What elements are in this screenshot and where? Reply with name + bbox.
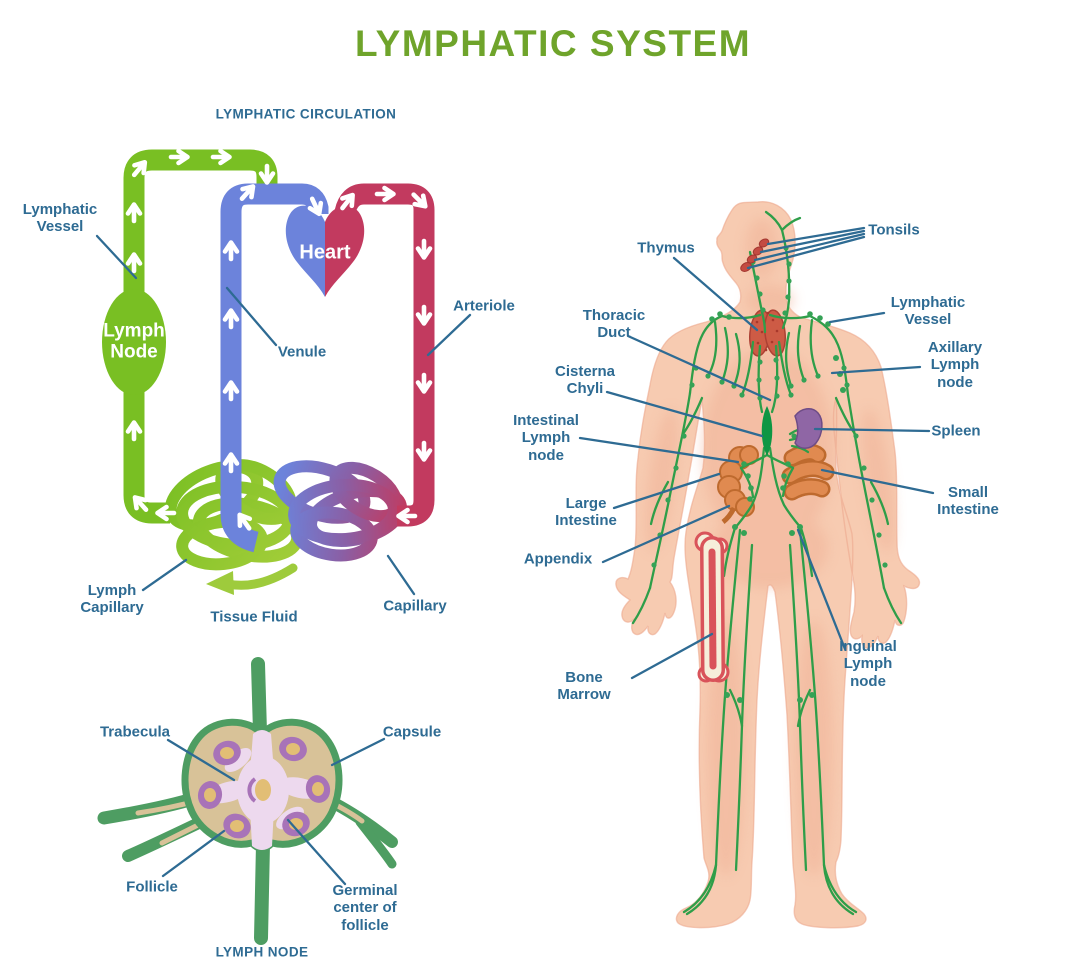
appendix-organ bbox=[721, 506, 737, 524]
label-lymph-node-oval: Lymph Node bbox=[103, 320, 165, 363]
circulation-diagram bbox=[102, 151, 435, 595]
label-intestinal-lymph-node: Intestinal Lymph node bbox=[513, 412, 579, 464]
label-thoracic-duct: Thoracic Duct bbox=[582, 306, 646, 341]
tissue-fluid-arrow bbox=[206, 563, 298, 595]
label-inguinal-lymph-node: Inguinal Lymph node bbox=[839, 638, 897, 690]
label-venule: Venule bbox=[277, 343, 327, 361]
label-appendix: Appendix bbox=[523, 550, 593, 568]
label-heart: Heart bbox=[299, 241, 351, 264]
cisterna-chyli-organ bbox=[761, 406, 773, 456]
lymph-node-oval bbox=[102, 289, 166, 395]
circulation-heading: LYMPHATIC CIRCULATION bbox=[215, 106, 397, 122]
label-germinal-center: Germinal center of follicle bbox=[332, 882, 398, 934]
page-title: LYMPHATIC SYSTEM bbox=[354, 23, 752, 64]
label-large-intestine: Large Intestine bbox=[555, 494, 617, 529]
lymph-node-heading: LYMPH NODE bbox=[215, 944, 309, 960]
lymph-node-section bbox=[97, 657, 398, 945]
label-capsule: Capsule bbox=[382, 723, 442, 741]
label-spleen: Spleen bbox=[931, 422, 981, 440]
label-follicle: Follicle bbox=[126, 878, 178, 896]
label-tissue-fluid: Tissue Fluid bbox=[210, 608, 298, 626]
label-arteriole: Arteriole bbox=[453, 297, 515, 315]
label-axillary-lymph-node: Axillary Lymph node bbox=[927, 339, 983, 391]
small-intestine-organ bbox=[781, 443, 835, 501]
label-lymphatic-vessel-circ: Lymphatic Vessel bbox=[22, 200, 98, 235]
label-lymphatic-vessel-body: Lymphatic Vessel bbox=[890, 293, 966, 328]
label-tonsils: Tonsils bbox=[868, 221, 920, 239]
tonsils-organ bbox=[740, 238, 770, 272]
large-intestine-organ bbox=[717, 445, 759, 524]
blood-capillary-tangle bbox=[273, 460, 407, 562]
bone-marrow-organ bbox=[694, 531, 730, 683]
leader-lines bbox=[95, 226, 935, 886]
body-illustration bbox=[615, 200, 921, 929]
label-trabecula: Trabecula bbox=[99, 723, 171, 741]
heart-shape bbox=[285, 205, 365, 297]
label-cisterna-chyli: Cisterna Chyli bbox=[554, 362, 616, 397]
label-bone-marrow: Bone Marrow bbox=[557, 668, 611, 703]
node-follicles bbox=[197, 736, 331, 839]
label-lymph-capillary: Lymph Capillary bbox=[80, 581, 144, 616]
spleen-organ bbox=[794, 408, 823, 449]
label-small-intestine: Small Intestine bbox=[937, 483, 999, 518]
label-capillary: Capillary bbox=[383, 597, 447, 615]
label-thymus: Thymus bbox=[637, 239, 695, 257]
